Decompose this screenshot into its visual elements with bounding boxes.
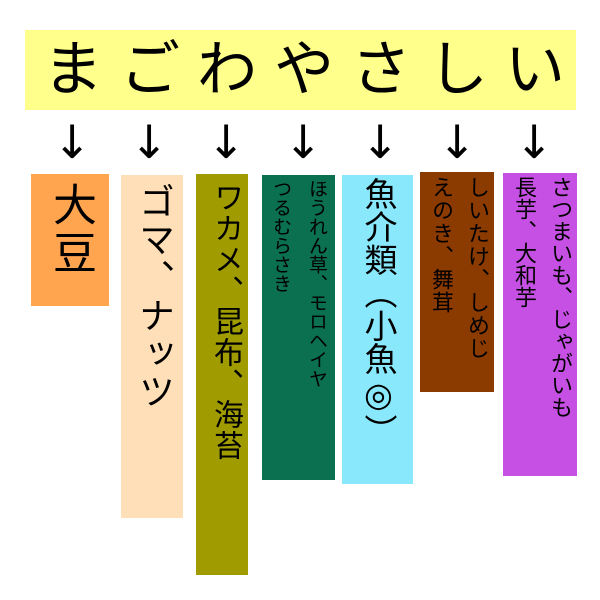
food-label-go: ゴマ、ナッツ (133, 183, 174, 411)
food-label-ma: 大豆 (45, 182, 96, 278)
food-column-go: ゴマ、ナッツ (121, 175, 183, 518)
food-column-i: さつまいも、じゃがいも 長芋、大和芋 (503, 173, 577, 476)
arrow-down-icon: ↓ (360, 115, 400, 169)
header-char-wa: わ (197, 35, 257, 105)
arrow-down-icon: ↓ (52, 115, 92, 169)
mnemonic-title: ま ご わ や さ し い (25, 30, 576, 110)
arrow-down-icon: ↓ (206, 115, 246, 169)
food-label-ya-line2: つるむらさき (270, 179, 292, 293)
arrow-down-icon: ↓ (129, 115, 169, 169)
header-char-ma: ま (43, 35, 103, 105)
food-column-shi: しいたけ、しめじ えのき、舞茸 (420, 172, 494, 392)
food-label-wa: ワカメ、昆布、海苔 (208, 182, 243, 461)
header-char-go: ご (120, 35, 180, 105)
header-char-shi: し (428, 35, 488, 105)
food-column-ma: 大豆 (31, 174, 109, 306)
food-column-sa: 魚介類（小魚◎） (342, 175, 413, 484)
food-label-sa: 魚介類（小魚◎） (359, 177, 398, 447)
food-label-ya-line1: ほうれん草、モロヘイヤ (306, 179, 328, 388)
arrow-down-icon: ↓ (514, 115, 554, 169)
header-char-ya: や (274, 35, 334, 105)
food-column-wa: ワカメ、昆布、海苔 (196, 174, 248, 575)
mnemonic-header: ま ご わ や さ し い (25, 30, 576, 110)
arrow-down-icon: ↓ (283, 115, 323, 169)
header-char-sa: さ (351, 35, 411, 105)
food-label-shi-line1: しいたけ、しめじ (464, 176, 489, 360)
header-char-i: い (505, 35, 565, 105)
food-label-i-line1: さつまいも、じゃがいも (547, 176, 572, 418)
food-column-ya: ほうれん草、モロヘイヤ つるむらさき (262, 175, 335, 480)
food-label-i-line2: 長芋、大和芋 (511, 176, 536, 308)
arrow-down-icon: ↓ (437, 115, 477, 169)
food-label-shi-line2: えのき、舞茸 (428, 176, 453, 314)
